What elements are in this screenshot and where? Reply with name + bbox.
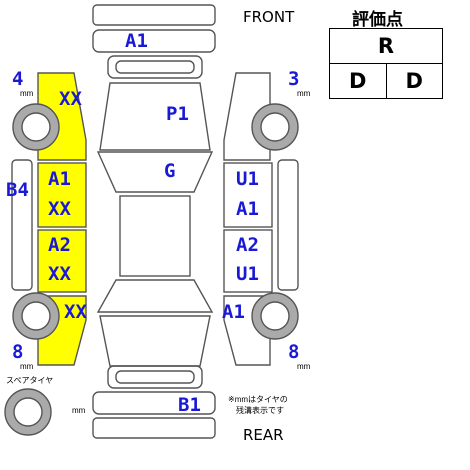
tire-front-left-value: 4 — [12, 68, 24, 90]
hood — [99, 82, 211, 151]
code-left-rear-door-1: A2 — [48, 234, 71, 256]
front-lights — [107, 55, 203, 79]
code-left-front-door-1: A1 — [48, 168, 71, 190]
spare-tire-unit: mm — [72, 406, 86, 415]
rear-label: REAR — [243, 426, 284, 444]
tread-note-line2: 残溝表示です — [236, 406, 284, 415]
windshield — [96, 151, 214, 193]
tread-note-line1: ※mmはタイヤの — [228, 395, 288, 404]
code-rear-bumper: B1 — [178, 394, 201, 416]
code-right-rear-door-2: U1 — [236, 263, 259, 285]
tire-front-right-unit: mm — [297, 89, 311, 98]
rear-bumper-panel — [92, 391, 216, 415]
code-right-rear-door-1: A2 — [236, 234, 259, 256]
tire-rear-left-value: 8 — [12, 341, 24, 363]
trunk — [99, 315, 211, 367]
grade-interior: D — [329, 63, 387, 99]
left-rear-door — [37, 229, 87, 293]
left-front-door — [37, 162, 87, 228]
right-front-fender — [223, 72, 271, 161]
right-front-door — [223, 162, 273, 228]
left-side-sill — [11, 159, 33, 291]
code-hood: P1 — [166, 103, 189, 125]
grade-table: R D D — [329, 28, 443, 99]
tire-front-right-value: 3 — [288, 68, 300, 90]
rear-lights — [107, 365, 203, 389]
rear-window — [96, 279, 214, 313]
tire-front-left-unit: mm — [20, 89, 34, 98]
code-left-side-sill: B4 — [6, 179, 29, 201]
code-left-front-fender: XX — [59, 88, 82, 110]
code-front-bumper: A1 — [125, 30, 148, 52]
tire-rear-right-value: 8 — [288, 341, 300, 363]
front-label: FRONT — [243, 8, 295, 26]
roof — [119, 195, 191, 277]
tire-rear-right-unit: mm — [297, 362, 311, 371]
code-roof: G — [164, 160, 176, 182]
spare-tire-label: スペアタイヤ — [6, 376, 54, 385]
front-bumper-panel — [92, 4, 216, 26]
right-side-sill — [277, 159, 299, 291]
code-left-rear-door-2: XX — [48, 263, 71, 285]
grade-overall: R — [329, 28, 443, 64]
code-left-rear-fender: XX — [64, 301, 87, 323]
code-right-front-door-1: U1 — [236, 168, 259, 190]
code-right-front-door-2: A1 — [236, 198, 259, 220]
front-grille — [92, 29, 216, 53]
right-rear-door — [223, 229, 273, 293]
code-left-front-door-2: XX — [48, 198, 71, 220]
code-right-rear-fender: A1 — [222, 301, 245, 323]
grade-title: 評価点 — [352, 10, 403, 30]
grade-exterior: D — [385, 63, 443, 99]
tire-rear-left-unit: mm — [20, 362, 34, 371]
